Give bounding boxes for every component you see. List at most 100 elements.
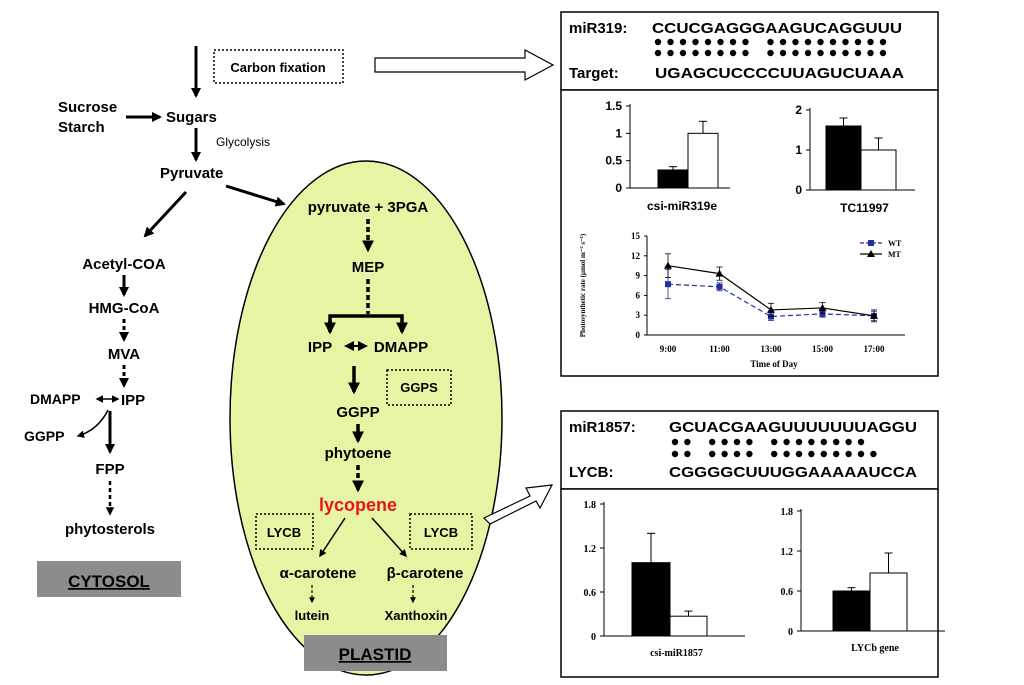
bar	[825, 125, 862, 191]
match-dot	[692, 49, 699, 57]
y-tick-label: 3	[636, 310, 641, 320]
y-tick-label: 1.8	[584, 500, 597, 511]
y-tick-label: 12	[631, 251, 641, 261]
y-tick-label: 0.6	[584, 588, 597, 599]
y-tick-label: 1	[795, 143, 802, 157]
hollow-arrow-to-mir1857	[482, 484, 554, 525]
match-dot	[808, 438, 815, 446]
match-dot	[833, 438, 840, 446]
plastid-label: PLASTID	[339, 645, 412, 664]
data-point-mt	[715, 269, 724, 277]
match-dot	[721, 450, 728, 458]
bar	[657, 169, 689, 189]
y-tick-label: 0	[591, 632, 596, 643]
y-tick-label: 0	[636, 330, 641, 340]
lycb-right-box	[409, 513, 473, 550]
bar	[687, 132, 719, 189]
glycolysis-label: Glycolysis	[216, 135, 270, 149]
x-tick-label: 9:00	[660, 344, 677, 354]
cytosol-label: CYTOSOL	[68, 572, 150, 591]
bar	[860, 149, 897, 191]
y-tick-label: 1.2	[584, 544, 597, 555]
match-dot	[667, 49, 674, 57]
legend-marker	[868, 240, 874, 246]
y-tick-label: 1	[615, 126, 622, 140]
lycopene-label: lycopene	[319, 495, 397, 515]
x-axis-label: csi-miR1857	[650, 648, 703, 659]
match-dot	[795, 450, 803, 458]
match-dot	[767, 49, 774, 57]
match-dot	[671, 438, 679, 446]
lycb-right-label: LYCB	[424, 525, 458, 540]
carbon-fixation-label: Carbon fixation	[230, 60, 325, 75]
mva-label: MVA	[108, 346, 140, 363]
mir319-target-sequence: UGAGCUCCCCUUAGUCUAAA	[655, 65, 904, 82]
lycb-target-label: LYCB:	[569, 464, 613, 481]
y-tick-label: 2	[795, 103, 802, 117]
match-dot	[742, 49, 749, 57]
y-tick-label: 0	[788, 627, 793, 638]
plastid-compartment	[229, 160, 503, 676]
arrow-pyruvate-acetylcoa	[143, 190, 188, 238]
ggps-label: GGPS	[400, 380, 438, 395]
phytosterols-label: phytosterols	[65, 521, 155, 538]
match-dot	[654, 38, 662, 46]
match-dot	[833, 450, 840, 458]
match-dot	[879, 49, 887, 57]
match-dot	[704, 38, 712, 46]
acetyl-coa-label: Acetyl-COA	[82, 256, 166, 273]
match-dot	[820, 438, 827, 446]
match-dot	[779, 38, 787, 46]
match-dot	[779, 49, 787, 57]
mir319-target-label: Target:	[569, 65, 619, 82]
match-dot	[829, 49, 837, 57]
match-dot	[820, 450, 827, 458]
x-axis-label: Time of Day	[750, 359, 798, 369]
data-point-wt	[716, 283, 723, 290]
pyruvate-3pga-label: pyruvate + 3PGA	[308, 199, 429, 216]
match-dot	[867, 49, 874, 57]
match-dot	[709, 450, 716, 458]
bar	[832, 590, 871, 632]
match-dot	[854, 38, 862, 46]
match-dot	[671, 450, 679, 458]
lycb-target-sequence: CGGGGCUUUGGAAAAAUCCA	[669, 464, 917, 481]
match-dot	[817, 49, 824, 57]
data-point-mt	[818, 303, 827, 311]
arrow-lycopene-alpha	[319, 517, 346, 558]
match-dot	[729, 38, 737, 46]
data-point-mt	[767, 305, 775, 313]
match-dot	[684, 438, 691, 446]
match-dot	[829, 38, 837, 46]
match-dot	[870, 450, 877, 458]
cytosol-ggpp-label: GGPP	[24, 428, 64, 444]
y-tick-label: 0	[615, 181, 622, 195]
x-axis-label: LYCb gene	[851, 643, 899, 654]
arrow-ipp-ggpp	[76, 409, 109, 438]
match-dot	[729, 49, 737, 57]
fpp-label: FPP	[95, 461, 124, 478]
match-dot	[679, 49, 687, 57]
y-tick-label: 9	[636, 271, 641, 281]
match-dot	[792, 49, 799, 57]
lutein-label: lutein	[295, 608, 330, 623]
match-dot	[817, 38, 824, 46]
y-tick-label: 0.5	[605, 154, 622, 168]
mir1857-label: miR1857:	[569, 419, 636, 436]
mir319-sequence: CCUCGAGGGAAGUCAGGUUU	[652, 20, 902, 37]
match-dot	[704, 49, 712, 57]
sucrose-label: Sucrose	[58, 99, 117, 116]
bar	[631, 562, 671, 637]
match-dot	[783, 450, 790, 458]
match-dot	[857, 438, 865, 446]
y-axis-label: Photosynthetic rate (μmol m⁻² s⁻¹)	[579, 233, 587, 337]
match-dot	[867, 38, 874, 46]
series-line-wt	[667, 283, 875, 318]
x-tick-label: 11:00	[709, 344, 730, 354]
match-dot	[792, 38, 799, 46]
match-dot	[795, 438, 803, 446]
